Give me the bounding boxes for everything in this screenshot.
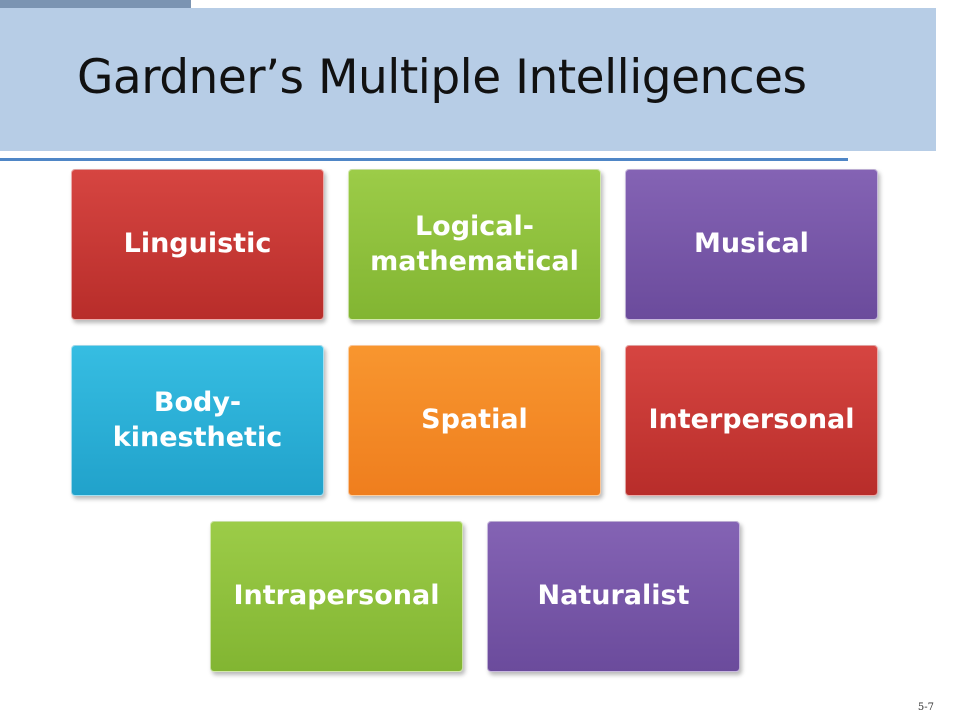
title-underline xyxy=(0,158,848,161)
intelligence-box-naturalist: Naturalist xyxy=(487,521,740,672)
intelligence-box-body-kinesthetic: Body- kinesthetic xyxy=(71,345,324,496)
slide-title: Gardner’s Multiple Intelligences xyxy=(77,50,807,105)
intelligence-label: Musical xyxy=(694,228,809,260)
intelligence-box-logical-mathematical: Logical- mathematical xyxy=(348,169,601,320)
intelligence-label: Spatial xyxy=(421,404,528,436)
intelligence-label: Interpersonal xyxy=(648,404,855,436)
intelligence-label-line-2: kinesthetic xyxy=(112,421,283,453)
intelligence-label-line-2: mathematical xyxy=(370,245,579,277)
intelligence-label: Linguistic xyxy=(123,228,272,260)
intelligence-box-interpersonal: Interpersonal xyxy=(625,345,878,496)
intelligence-box-musical: Musical xyxy=(625,169,878,320)
intelligence-box-linguistic: Linguistic xyxy=(71,169,324,320)
title-band xyxy=(0,8,936,151)
intelligence-box-spatial: Spatial xyxy=(348,345,601,496)
intelligence-label: Intrapersonal xyxy=(233,580,440,612)
intelligence-box-intrapersonal: Intrapersonal xyxy=(210,521,463,672)
slide-number: 5-7 xyxy=(917,702,934,713)
intelligence-label: Naturalist xyxy=(537,580,690,612)
intelligence-label-line-1: Logical- xyxy=(414,210,534,242)
intelligence-label-line-1: Body- xyxy=(153,386,242,418)
